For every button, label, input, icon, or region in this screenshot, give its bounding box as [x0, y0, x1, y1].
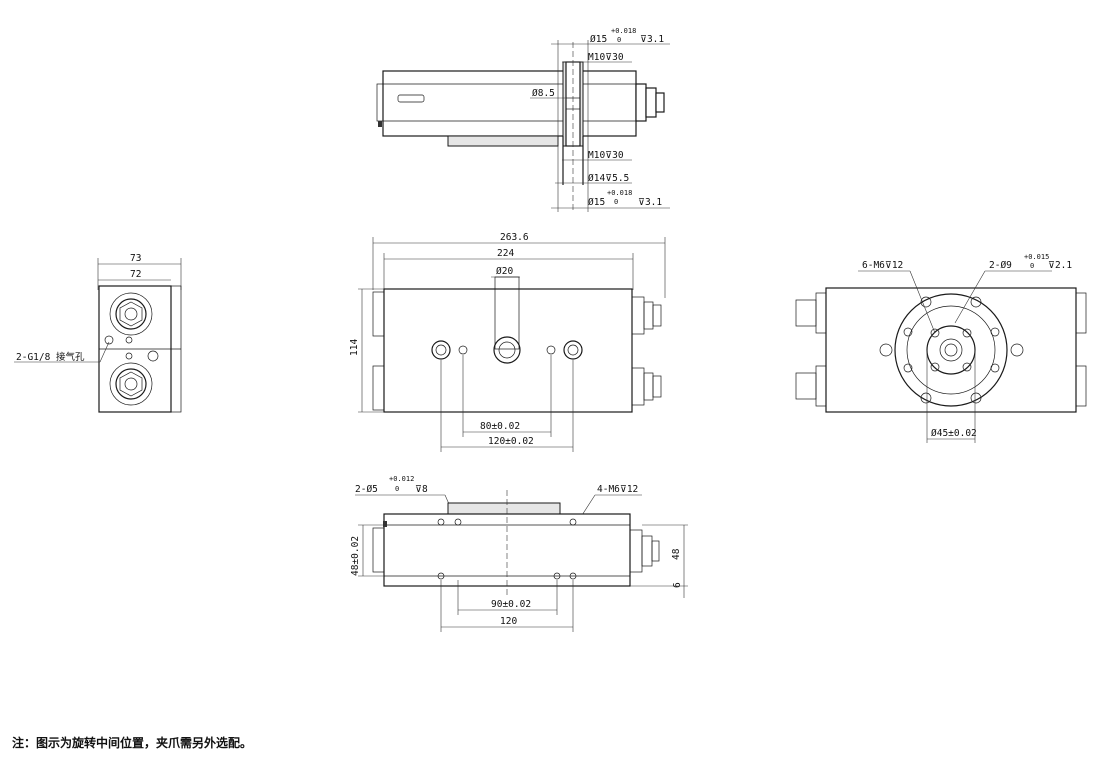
front-length-body: 224 — [497, 248, 514, 259]
bottom-view: 2-Ø5 +0.012 0 ⊽8 4-M6⊽12 48±0.02 48 6 — [350, 475, 688, 632]
end-pin-tol-up: +0.015 — [1024, 253, 1049, 261]
top-d3-tol-up: +0.018 — [607, 189, 632, 197]
lower-port-icon — [109, 362, 153, 406]
front-length-total: 263.6 — [500, 232, 529, 243]
top-d2: Ø14⊽5.5 — [588, 173, 629, 184]
bottom-pins-depth: ⊽8 — [415, 484, 428, 495]
bottom-pins-tol-low: 0 — [395, 485, 399, 493]
bottom-height: 48 — [671, 548, 682, 560]
top-view: Ø15 +0.018 0 ⊽3.1 M10⊽30 Ø8.5 M10⊽30 Ø14… — [376, 27, 670, 212]
bottom-span: 120 — [500, 616, 517, 627]
front-view: 263.6 224 Ø20 114 80±0.02 120±0.02 — [349, 232, 666, 452]
top-d1: Ø15 — [590, 34, 607, 45]
end-view: 6-M6⊽12 2-Ø9 +0.015 0 ⊽2.1 Ø45±0.02 — [795, 253, 1087, 443]
side-width-outer: 73 — [130, 253, 141, 264]
bottom-offset: 6 — [672, 582, 683, 588]
end-pin-tol-low: 0 — [1030, 262, 1034, 270]
side-width-inner: 72 — [130, 269, 141, 280]
end-flange-dia: Ø45±0.02 — [931, 428, 977, 439]
top-d1-tol-low: 0 — [617, 36, 621, 44]
top-d1-tol-up: +0.018 — [611, 27, 636, 35]
top-m-bottom: M10⊽30 — [588, 150, 624, 161]
top-d1-depth: ⊽3.1 — [640, 34, 664, 45]
upper-port-icon — [109, 292, 153, 336]
top-d3-tol-low: 0 — [614, 198, 618, 206]
front-height: 114 — [349, 339, 360, 356]
footer-note: 注：图示为旋转中间位置，夹爪需另外选配。 — [12, 736, 253, 750]
front-pitch-small: 80±0.02 — [480, 421, 520, 432]
top-d3-depth: ⊽3.1 — [638, 197, 662, 208]
end-threads: 6-M6⊽12 — [862, 260, 903, 271]
side-view: 73 72 2-G1/8 接气孔 — [14, 253, 182, 413]
top-d3: Ø15 — [588, 197, 605, 208]
side-port-label: 2-G1/8 接气孔 — [16, 351, 85, 363]
end-pin-depth: ⊽2.1 — [1048, 260, 1072, 271]
top-m-top: M10⊽30 — [588, 52, 624, 63]
bottom-pins-tol-up: +0.012 — [389, 475, 414, 483]
front-pitch-large: 120±0.02 — [488, 436, 534, 447]
top-d-inner: Ø8.5 — [532, 88, 555, 99]
end-pin-holes: 2-Ø9 — [989, 260, 1012, 271]
bottom-height-tol: 48±0.02 — [350, 536, 361, 576]
bottom-pitch: 90±0.02 — [491, 599, 531, 610]
bottom-pins: 2-Ø5 — [355, 484, 378, 495]
bottom-threads: 4-M6⊽12 — [597, 484, 638, 495]
front-center-bore: Ø20 — [496, 266, 513, 277]
